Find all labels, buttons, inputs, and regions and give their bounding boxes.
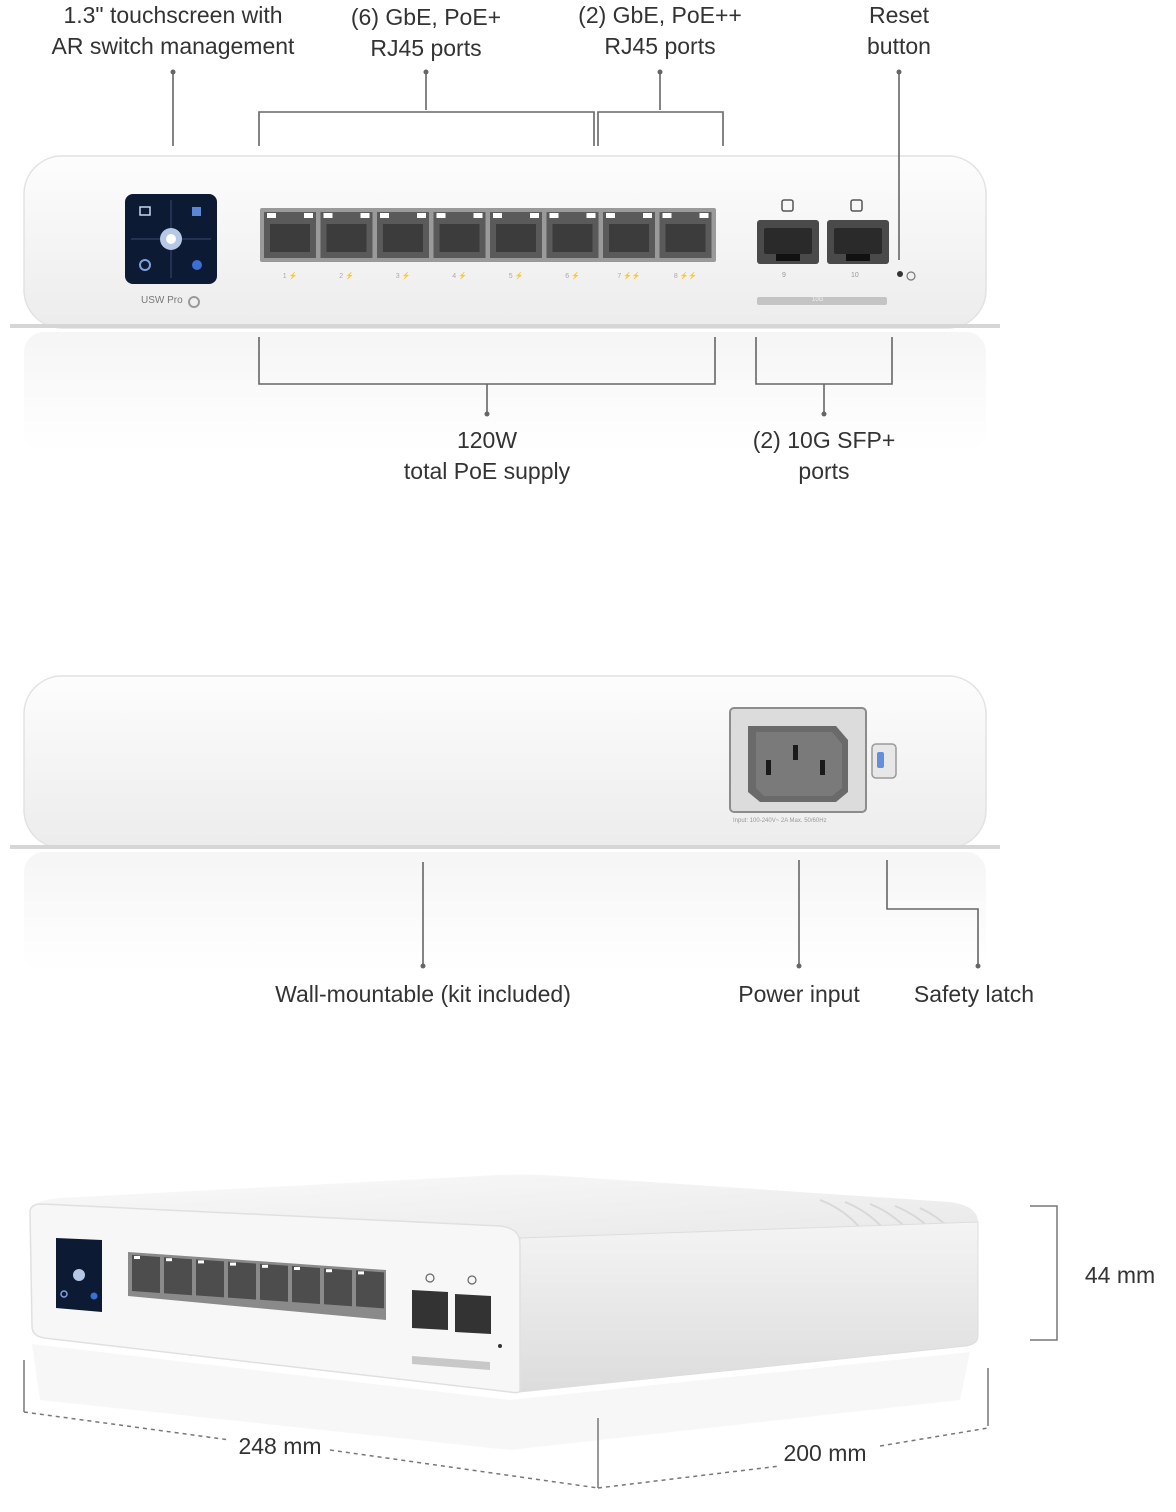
perspective-sfp-ports: [412, 1273, 502, 1370]
perspective-port-led: [198, 1260, 204, 1264]
callout-gbe-poe-plus: (6) GbE, PoE+ RJ45 ports: [350, 4, 502, 61]
power-inlet: [729, 707, 867, 813]
perspective-rj45-port: [196, 1259, 224, 1298]
dimension-depth: 200 mm: [783, 1440, 867, 1466]
perspective-rj45-port: [132, 1255, 160, 1293]
rj45-port-label: 6 ⚡: [565, 273, 580, 280]
dimension-width: 248 mm: [238, 1433, 322, 1459]
reset-button-hole: [897, 271, 916, 281]
rj45-port: [659, 212, 712, 258]
rear-leader-lines: [422, 860, 979, 966]
rj45-port: [264, 212, 316, 258]
callout-sfp-ports: (2) 10G SFP+ ports: [752, 427, 896, 484]
callout-power-input: Power input: [738, 981, 860, 1007]
callout-safety-latch: Safety latch: [913, 981, 1035, 1007]
rj45-port-label: 3 ⚡: [395, 273, 411, 280]
callout-wall-mountable: Wall-mountable (kit included): [275, 981, 571, 1007]
rj45-port: [546, 212, 599, 258]
rj45-port: [377, 212, 429, 258]
rj45-port-label: 4 ⚡: [452, 273, 467, 280]
perspective-rj45-ports: [128, 1252, 386, 1320]
dimension-lines: [23, 1205, 1058, 1489]
callout-touchscreen: 1.3" touchscreen with AR switch manageme…: [51, 2, 295, 59]
rear-leader-dots: [420, 963, 981, 969]
sfp-port-label-10: 10: [851, 272, 859, 279]
power-rating-label: Input: 100-240V~ 2A Max. 50/60Hz: [733, 818, 827, 824]
touchscreen-display: [125, 194, 217, 284]
perspective-port-led: [358, 1271, 364, 1275]
rj45-port-label: 1 ⚡: [282, 273, 298, 280]
perspective-rj45-port: [292, 1266, 320, 1304]
perspective-port-led: [326, 1269, 332, 1273]
callout-gbe-poe-plus-plus: (2) GbE, PoE++ RJ45 ports: [578, 2, 742, 59]
perspective-rj45-port: [260, 1263, 288, 1302]
rj45-port: [603, 212, 655, 258]
perspective-rj45-port: [356, 1270, 384, 1309]
brand-logo: [188, 296, 200, 308]
front-leader-dots: [170, 69, 902, 417]
perspective-port-led: [166, 1258, 172, 1262]
rj45-port-label: 7 ⚡⚡: [617, 273, 641, 280]
sfp-speed-label: 10G: [812, 297, 824, 303]
front-view-switch: [10, 155, 1000, 452]
front-brand-label: USW Pro: [141, 295, 183, 306]
dimension-height: 44 mm: [1084, 1262, 1156, 1288]
perspective-port-led: [230, 1262, 236, 1266]
rj45-port: [490, 212, 542, 258]
safety-latch-clip: [871, 743, 897, 779]
perspective-port-led: [294, 1267, 300, 1270]
sfp-port-block: [757, 199, 889, 305]
rj45-port: [320, 212, 373, 258]
rear-view-switch: [10, 675, 1000, 972]
perspective-rj45-port: [164, 1257, 192, 1296]
perspective-rj45-port: [324, 1268, 352, 1307]
rj45-port: [433, 212, 486, 258]
perspective-rj45-port: [228, 1261, 256, 1300]
perspective-port-led: [134, 1256, 140, 1259]
sfp-port-label-9: 9: [782, 272, 786, 279]
perspective-touchscreen: [56, 1238, 102, 1312]
callout-reset-button: Reset button: [867, 2, 931, 59]
perspective-view-switch: [29, 1174, 979, 1450]
rj45-port-label: 8 ⚡⚡: [673, 273, 698, 280]
rj45-port-label: 5 ⚡: [508, 273, 524, 280]
front-leader-lines: [172, 72, 900, 414]
perspective-port-led: [262, 1264, 268, 1268]
callout-poe-supply: 120W total PoE supply: [403, 427, 571, 484]
rj45-port-block: [260, 208, 716, 262]
rj45-port-label: 2 ⚡: [339, 273, 354, 280]
